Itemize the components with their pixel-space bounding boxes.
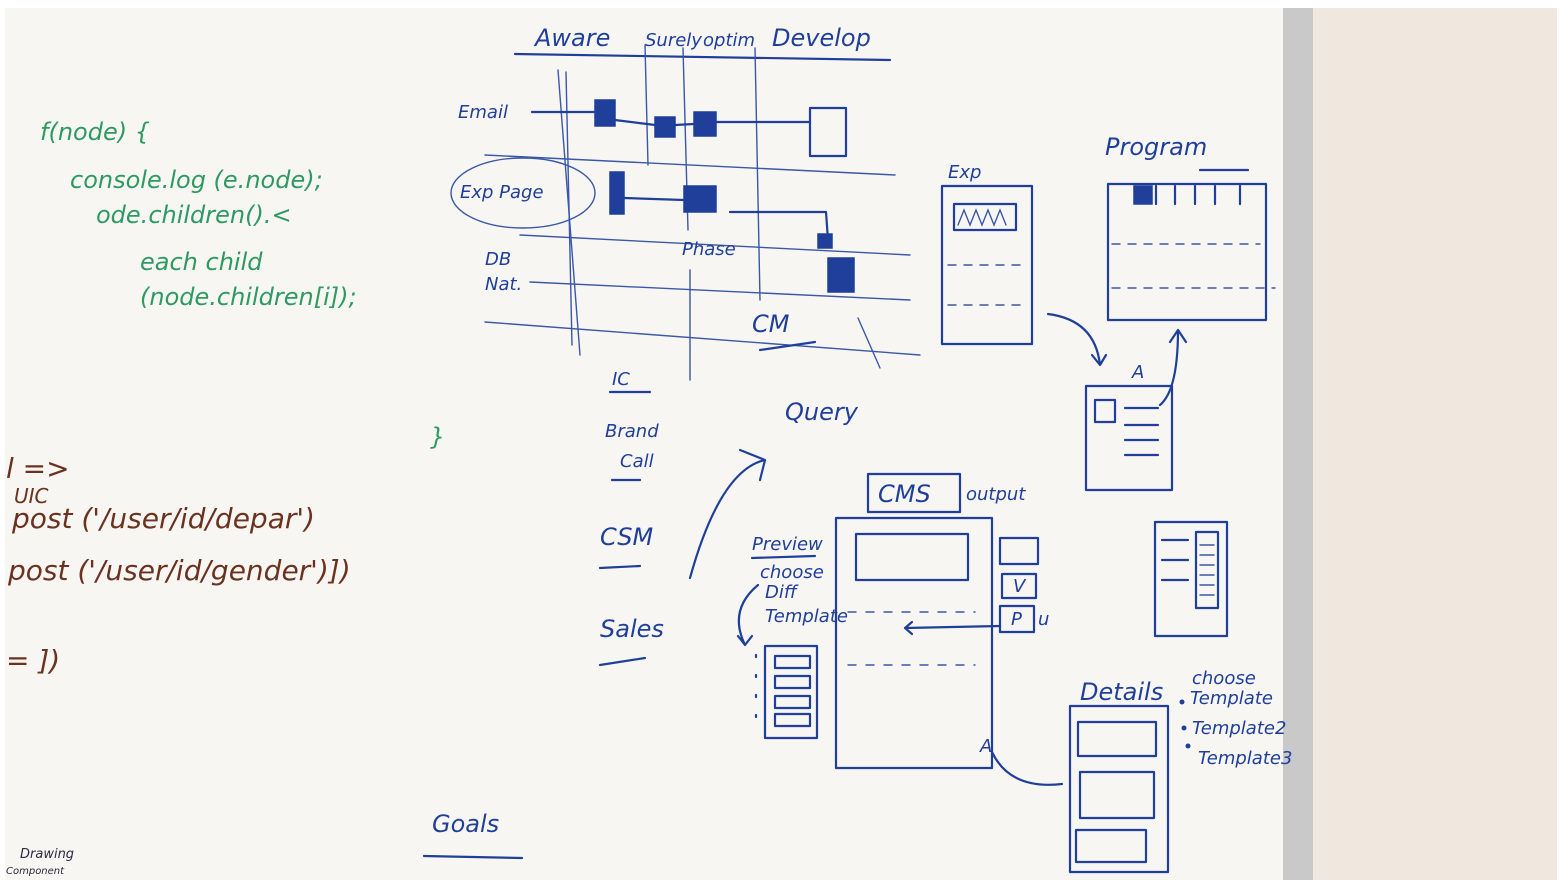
exp-panel-title: Exp [948, 162, 981, 183]
matrix-header-aware: Aware [533, 24, 610, 52]
query-label: Query [785, 398, 859, 426]
details-sketch: Details choose Template Template2 Templa… [990, 668, 1292, 874]
program-panel-title: Program [1105, 133, 1207, 161]
brown-code-line-3: post ('/user/id/depar') [11, 502, 315, 535]
brown-code-line-5: = ]) [6, 644, 60, 677]
cms-corner-label: A [979, 736, 992, 757]
program-panel-frame [1106, 182, 1268, 322]
cms-output-label: output [966, 484, 1026, 505]
green-code-line-5: (node.children[i]); [140, 283, 357, 311]
matrix-row-exp-page: Exp Page [460, 182, 544, 203]
matrix-header-develop: Develop [772, 24, 871, 52]
green-code-line-4: each child [140, 248, 263, 276]
matrix-phase-label: Phase [682, 239, 736, 260]
matrix-cm-label: CM [752, 310, 790, 338]
cms-choose-label: choose [760, 562, 824, 583]
details-frame [1068, 704, 1170, 874]
cms-preview-label: Preview [752, 534, 823, 555]
team-list: IC Brand Call CSM Sales [598, 369, 664, 667]
matrix-header-surely: Surely [645, 30, 702, 51]
details-option-template3: Template3 [1198, 748, 1292, 769]
green-brace: } [430, 423, 445, 451]
matrix-row-db: DB [485, 249, 511, 270]
whiteboard-surface [5, 8, 1295, 880]
green-code-block: f(node) { console.log (e.node); ode.chil… [40, 118, 445, 451]
phase-matrix-sketch: Aware Surely optim Develop Email Exp Pag… [450, 24, 921, 381]
a-panel-frame [1084, 384, 1174, 492]
brown-code-block: l => UIC post ('/user/id/depar') post ('… [6, 452, 351, 677]
cms-hero-box [854, 532, 970, 582]
wall-surface [1313, 8, 1557, 880]
team-list-sales: Sales [600, 615, 664, 643]
a-panel-sketch: A [1084, 328, 1188, 492]
cms-template-label: Template [765, 606, 848, 627]
cms-side-label-v: V [1013, 576, 1027, 597]
green-code-line-3: ode.children().< [96, 201, 292, 229]
team-list-ic: IC [612, 369, 630, 390]
details-option-template2: Template2 [1192, 718, 1286, 739]
cms-side-box-1 [998, 536, 1040, 566]
program-panel-sketch: Program [1046, 133, 1276, 367]
corner-note-line-1: Drawing [20, 847, 74, 862]
green-code-line-1: f(node) { [40, 118, 150, 146]
brown-code-line-4: post ('/user/id/gender')]) [7, 554, 351, 587]
details-title: Details [1080, 678, 1163, 706]
green-code-line-2: console.log (e.node); [70, 166, 323, 194]
a-panel-label: A [1131, 362, 1144, 383]
brown-code-line-2: UIC [14, 484, 49, 508]
cms-side-box-p [998, 604, 1036, 634]
exp-page-ellipse [450, 157, 596, 229]
matrix-row-email: Email [458, 102, 508, 123]
cms-title: CMS [878, 480, 931, 508]
corner-note-line-2: Component [6, 866, 65, 877]
details-option-choose: choose [1192, 668, 1256, 689]
exp-panel-sketch: Exp [940, 162, 1034, 346]
team-list-call: Call [620, 451, 654, 472]
matrix-header-optim: optim [703, 30, 755, 51]
cms-diff-label: Diff [765, 582, 799, 603]
goals-label: Goals [432, 810, 499, 838]
matrix-row-nat: Nat. [485, 274, 522, 295]
team-list-csm: CSM [600, 523, 653, 551]
brown-code-line-1: l => [6, 452, 70, 485]
mobile-panel-frame [1153, 520, 1229, 638]
exp-panel-frame [940, 184, 1034, 346]
cms-side-box-v [1000, 572, 1038, 600]
cms-side-label-p: P [1011, 609, 1022, 630]
cms-main-frame [834, 516, 994, 770]
mobile-panel-sketch [1153, 520, 1229, 638]
template-list-frame [763, 644, 819, 740]
cms-side-label-u: u [1038, 609, 1049, 630]
whiteboard-frame [1283, 8, 1313, 880]
cms-wireframe: CMS output V P u A Preview choose Diff T… [736, 472, 1049, 770]
team-list-brand: Brand [605, 421, 659, 442]
details-option-template: Template [1190, 688, 1273, 709]
